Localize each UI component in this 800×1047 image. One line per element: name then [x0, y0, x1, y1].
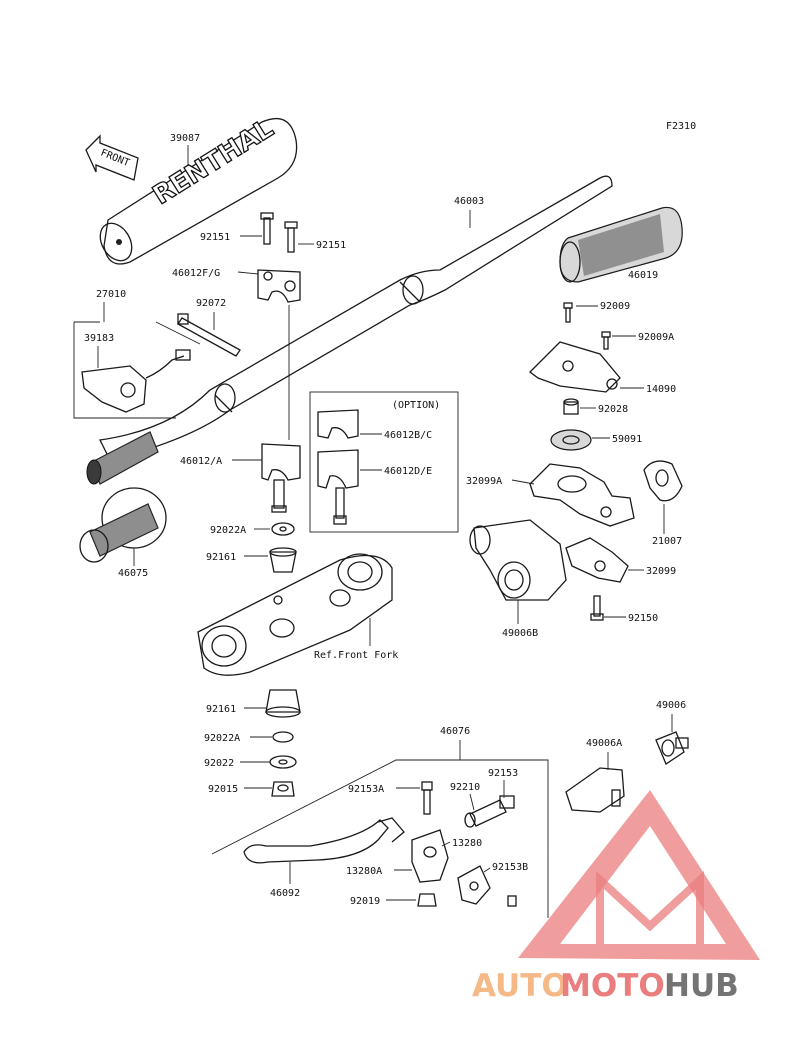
throttle-housing-lower: [565, 537, 629, 583]
label-92022a-bottom: 92022A: [204, 733, 240, 744]
watermark-moto: MOTO: [560, 968, 665, 1004]
watermark-hub: HUB: [664, 968, 739, 1004]
label-46076: 46076: [440, 726, 470, 737]
label-46003: 46003: [454, 196, 484, 207]
label-92022: 92022: [204, 758, 234, 769]
collar-icon: [563, 398, 579, 415]
watermark-auto: AUTO: [472, 968, 568, 1004]
label-46012bc: 46012B/C: [384, 430, 432, 441]
bolt-icon: [260, 212, 298, 253]
label-92153a: 92153A: [348, 784, 384, 795]
pad-brand-text: RENTHAL: [148, 114, 279, 211]
cable-guide: [643, 460, 683, 502]
bar-clamp-lower: [261, 443, 301, 513]
label-92072: 92072: [196, 298, 226, 309]
left-grip: [79, 431, 167, 563]
seal-icon: [550, 429, 592, 451]
upper-triple-clamp: [197, 553, 393, 676]
adjuster-cover: [565, 767, 625, 813]
front-label: FRONT: [99, 148, 131, 169]
label-46075: 46075: [118, 568, 148, 579]
rubber-damper-lower-icon: [265, 689, 301, 718]
nut-icon: [271, 781, 295, 797]
label-14090: 14090: [646, 384, 676, 395]
pivot-bolt-icon: [421, 781, 433, 815]
watermark-logo: AUTO MOTO HUB: [472, 790, 760, 1004]
label-92151-left: 92151: [200, 232, 230, 243]
label-39183: 39183: [84, 333, 114, 344]
throttle-cover: [529, 341, 621, 393]
label-92210: 92210: [450, 782, 480, 793]
label-32099a: 32099A: [466, 476, 502, 487]
label-92019: 92019: [350, 896, 380, 907]
cable-tie: [177, 313, 241, 357]
label-92009: 92009: [600, 301, 630, 312]
label-92022a-top: 92022A: [210, 525, 246, 536]
lever-nut-icon: [417, 893, 437, 907]
option-box: (OPTION): [309, 391, 459, 533]
label-46012de: 46012D/E: [384, 466, 432, 477]
label-46012a: 46012/A: [180, 456, 222, 467]
lever-holder: [411, 829, 449, 883]
label-46019: 46019: [628, 270, 658, 281]
throttle-housing-upper: [529, 463, 635, 527]
label-92151-right: 92151: [316, 240, 346, 251]
label-92028: 92028: [598, 404, 628, 415]
label-92161-top: 92161: [206, 552, 236, 563]
label-49006a: 49006A: [586, 738, 622, 749]
label-92153: 92153: [488, 768, 518, 779]
washer-icon: [271, 522, 295, 536]
adjuster-nut-icon: [655, 731, 689, 765]
housing-screw-icon: [590, 595, 604, 621]
kill-switch: [81, 349, 191, 413]
front-arrow-icon: FRONT: [85, 134, 139, 181]
label-92161-bottom: 92161: [206, 704, 236, 715]
throttle-grip: [559, 206, 683, 283]
bar-clamp-upper: [257, 269, 301, 303]
label-13280a: 13280A: [346, 866, 382, 877]
label-13280: 13280: [452, 838, 482, 849]
label-27010: 27010: [96, 289, 126, 300]
rubber-damper-icon: [269, 547, 297, 573]
label-46012fg: 46012F/G: [172, 268, 220, 279]
label-92150: 92150: [628, 613, 658, 624]
clutch-lever: [243, 817, 405, 864]
washer-large-icon: [269, 755, 297, 769]
label-92009a: 92009A: [638, 332, 674, 343]
ref-front-fork-label: Ref.Front Fork: [314, 650, 398, 661]
label-32099: 32099: [646, 566, 676, 577]
figure-code: F2310: [666, 121, 696, 132]
screw-icon: [563, 302, 573, 323]
throttle-pipe: [469, 519, 567, 601]
handlebar: [99, 175, 613, 461]
lever-bracket: [457, 865, 517, 907]
option-label: (OPTION): [392, 400, 440, 411]
label-92153b: 92153B: [492, 862, 528, 873]
label-39087: 39087: [170, 133, 200, 144]
label-46092: 46092: [270, 888, 300, 899]
label-21007: 21007: [652, 536, 682, 547]
label-49006b: 49006B: [502, 628, 538, 639]
label-49006: 49006: [656, 700, 686, 711]
label-59091: 59091: [612, 434, 642, 445]
screw-a-icon: [601, 331, 611, 350]
washer-lower-icon: [272, 731, 294, 743]
label-92015: 92015: [208, 784, 238, 795]
adjuster-bolt-icon: [464, 795, 515, 828]
